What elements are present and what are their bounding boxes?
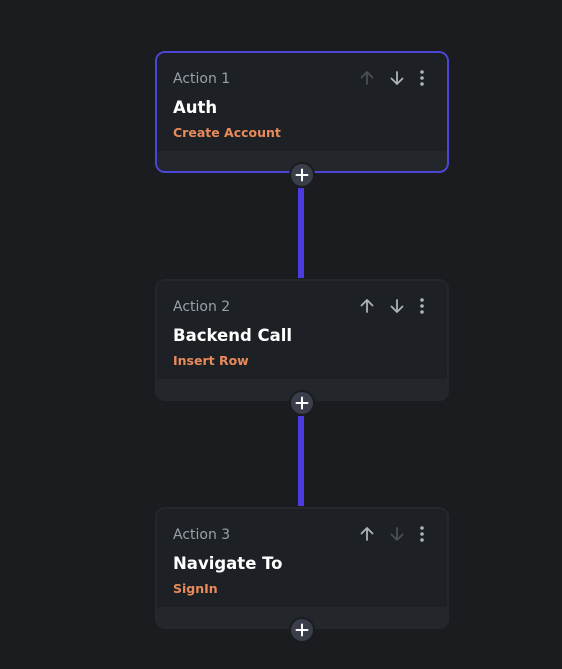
move-up-button[interactable] [356,295,378,317]
action-label: Action 1 [173,71,231,87]
arrow-up-icon [360,299,374,313]
add-action-button-1[interactable] [289,162,315,188]
action-title: Navigate To [173,554,283,573]
action-subtitle: Insert Row [173,353,249,368]
move-down-button[interactable] [386,523,408,545]
action-label: Action 3 [173,527,231,543]
action-card-3[interactable]: Action 3 Navigate To SignIn [155,507,449,629]
more-options-button[interactable] [411,67,433,89]
action-title: Backend Call [173,326,293,345]
action-subtitle: SignIn [173,581,218,596]
action-label: Action 2 [173,299,231,315]
arrow-down-icon [390,527,404,541]
add-action-button-2[interactable] [289,390,315,416]
action-card-1[interactable]: Action 1 Auth Create Account [155,51,449,173]
more-vertical-icon [420,70,424,86]
arrow-down-icon [390,299,404,313]
action-subtitle: Create Account [173,125,281,140]
move-down-button[interactable] [386,67,408,89]
connector-line-2 [298,416,304,506]
plus-icon [295,623,309,637]
arrow-up-icon [360,71,374,85]
move-up-button[interactable] [356,523,378,545]
card-body [157,53,447,151]
card-body [157,509,447,607]
card-body [157,281,447,379]
more-options-button[interactable] [411,295,433,317]
plus-icon [295,168,309,182]
card-footer [157,151,447,171]
action-title: Auth [173,98,218,117]
plus-icon [295,396,309,410]
more-vertical-icon [420,298,424,314]
more-vertical-icon [420,526,424,542]
action-card-2[interactable]: Action 2 Backend Call Insert Row [155,279,449,401]
arrow-down-icon [390,71,404,85]
move-up-button[interactable] [356,67,378,89]
connector-line-1 [298,188,304,278]
move-down-button[interactable] [386,295,408,317]
more-options-button[interactable] [411,523,433,545]
arrow-up-icon [360,527,374,541]
card-footer [157,379,447,399]
add-action-button-3[interactable] [289,617,315,643]
